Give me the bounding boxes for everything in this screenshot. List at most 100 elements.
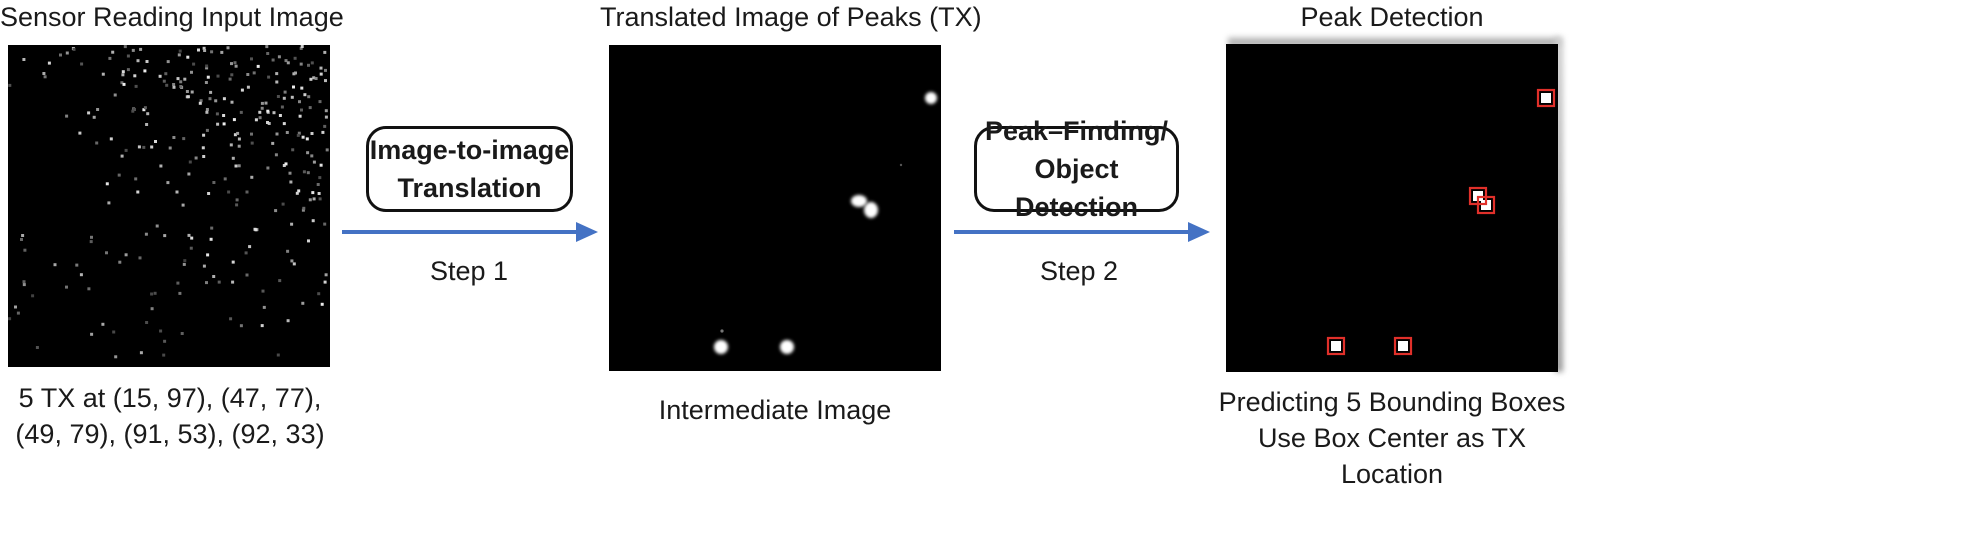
sensor-speck bbox=[80, 62, 84, 66]
sensor-speck bbox=[292, 85, 295, 89]
sensor-speck bbox=[234, 64, 238, 68]
sensor-speck bbox=[158, 74, 162, 78]
sensor-speck bbox=[271, 141, 275, 145]
tx-peak-blob bbox=[714, 340, 728, 354]
sensor-speck bbox=[142, 145, 146, 149]
sensor-speck bbox=[8, 317, 12, 321]
sensor-speck bbox=[43, 75, 47, 79]
sensor-speck bbox=[105, 182, 109, 186]
sensor-speck bbox=[233, 61, 237, 65]
sensor-speck bbox=[294, 71, 297, 75]
sensor-speck bbox=[210, 226, 214, 230]
sensor-speck bbox=[95, 141, 99, 145]
sensor-speck bbox=[223, 177, 227, 181]
sensor-speck bbox=[150, 292, 154, 296]
sensor-speck bbox=[87, 287, 91, 291]
sensor-speck bbox=[323, 280, 327, 284]
sensor-speck bbox=[230, 100, 234, 104]
detection-panel-shadow-top bbox=[1228, 37, 1560, 46]
sensor-speck bbox=[266, 52, 270, 55]
sensor-speck bbox=[122, 82, 126, 86]
sensor-speck bbox=[215, 112, 219, 116]
sensor-speck bbox=[150, 307, 154, 311]
sensor-speck bbox=[237, 137, 241, 141]
sensor-speck bbox=[233, 133, 237, 137]
sensor-speck bbox=[235, 198, 239, 202]
sensor-speck bbox=[235, 203, 239, 207]
sensor-speck bbox=[209, 90, 213, 94]
sensor-speck bbox=[145, 321, 149, 324]
sensor-speck bbox=[65, 114, 69, 118]
sensor-speck bbox=[286, 319, 290, 323]
sensor-speck bbox=[176, 77, 180, 81]
detection-caption-line2: Use Box Center as TX Location bbox=[1257, 423, 1527, 489]
sensor-speck bbox=[8, 83, 12, 87]
detection-panel-title: Peak Detection bbox=[1300, 2, 1484, 32]
step1-box-line2: Translation bbox=[397, 173, 542, 203]
input-panel-caption: 5 TX at (15, 97), (47, 77), (49, 79), (9… bbox=[0, 380, 340, 452]
sensor-speck bbox=[286, 61, 290, 65]
sensor-speck bbox=[282, 96, 286, 100]
sensor-speck bbox=[311, 219, 315, 223]
sensor-speck bbox=[183, 259, 187, 263]
sensor-speck bbox=[131, 48, 135, 52]
sensor-speck bbox=[120, 81, 124, 85]
sensor-speck bbox=[192, 62, 196, 66]
sensor-speck bbox=[118, 260, 122, 264]
sensor-speck bbox=[316, 183, 320, 186]
sensor-speck bbox=[124, 253, 128, 257]
tx-peak-blob bbox=[864, 202, 878, 218]
sensor-speck bbox=[206, 75, 210, 79]
bounding-box bbox=[1393, 336, 1413, 356]
sensor-speck bbox=[162, 353, 166, 357]
sensor-speck bbox=[231, 156, 235, 160]
sensor-speck bbox=[178, 49, 182, 53]
sensor-speck bbox=[89, 240, 93, 244]
sensor-speck bbox=[271, 58, 275, 62]
sensor-speck bbox=[321, 130, 325, 134]
bounding-box bbox=[1476, 195, 1496, 215]
sensor-speck bbox=[229, 143, 233, 147]
sensor-speck bbox=[205, 64, 209, 68]
sensor-speck bbox=[303, 93, 307, 97]
sensor-speck bbox=[187, 233, 191, 237]
sensor-speck bbox=[78, 131, 82, 135]
sensor-speck bbox=[276, 353, 280, 357]
sensor-speck bbox=[323, 124, 327, 128]
sensor-speck bbox=[289, 180, 293, 184]
sensor-speck bbox=[35, 346, 39, 349]
sensor-speck bbox=[190, 236, 194, 240]
sensor-speck bbox=[275, 72, 279, 76]
bounding-box bbox=[1326, 336, 1346, 356]
sensor-speck bbox=[290, 259, 294, 263]
sensor-speck bbox=[206, 253, 210, 257]
sensor-speck bbox=[308, 106, 312, 110]
sensor-speck bbox=[311, 191, 315, 195]
sensor-speck bbox=[299, 62, 303, 66]
sensor-speck bbox=[202, 155, 206, 158]
sensor-speck bbox=[21, 234, 25, 237]
sensor-speck bbox=[266, 109, 270, 113]
sensor-speck bbox=[185, 90, 189, 93]
sensor-speck bbox=[139, 47, 143, 51]
sensor-speck bbox=[267, 75, 271, 79]
sensor-speck bbox=[301, 208, 305, 212]
sensor-speck bbox=[295, 191, 299, 195]
sensor-speck bbox=[232, 118, 236, 122]
sensor-speck bbox=[220, 50, 224, 54]
sensor-speck bbox=[126, 54, 130, 58]
sensor-speck bbox=[284, 59, 288, 63]
sensor-speck bbox=[325, 148, 329, 152]
sensor-speck bbox=[133, 74, 137, 78]
sensor-speck bbox=[205, 128, 209, 132]
bounding-box bbox=[1536, 88, 1556, 108]
sensor-speck bbox=[145, 60, 149, 63]
sensor-speck bbox=[90, 235, 93, 239]
sensor-speck bbox=[296, 133, 300, 137]
sensor-speck bbox=[246, 85, 250, 89]
sensor-speck bbox=[222, 114, 226, 117]
step1-label: Step 1 bbox=[429, 256, 509, 286]
sensor-speck bbox=[230, 62, 233, 66]
sensor-speck bbox=[261, 289, 265, 293]
sensor-speck bbox=[108, 56, 112, 60]
